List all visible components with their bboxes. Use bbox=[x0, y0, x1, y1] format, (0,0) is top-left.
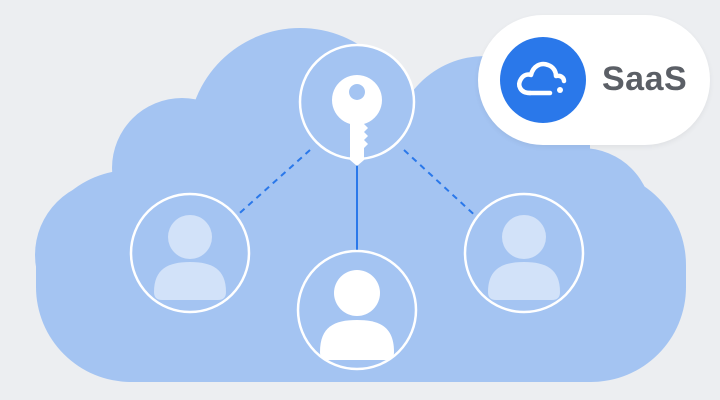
user-node-left bbox=[129, 192, 251, 314]
key-node bbox=[298, 43, 416, 166]
cloud-icon bbox=[517, 61, 567, 96]
user-node-bottom bbox=[296, 249, 418, 371]
user-icon-right bbox=[488, 215, 560, 300]
user-icon-bottom bbox=[320, 270, 394, 360]
saas-label: SaaS bbox=[602, 60, 688, 98]
cloud-icon-circle bbox=[500, 37, 586, 123]
connectors bbox=[231, 149, 481, 250]
saas-badge: SaaS bbox=[478, 15, 710, 145]
user-icon-left bbox=[154, 215, 226, 300]
key-icon bbox=[331, 75, 382, 166]
user-node-right bbox=[463, 192, 585, 314]
